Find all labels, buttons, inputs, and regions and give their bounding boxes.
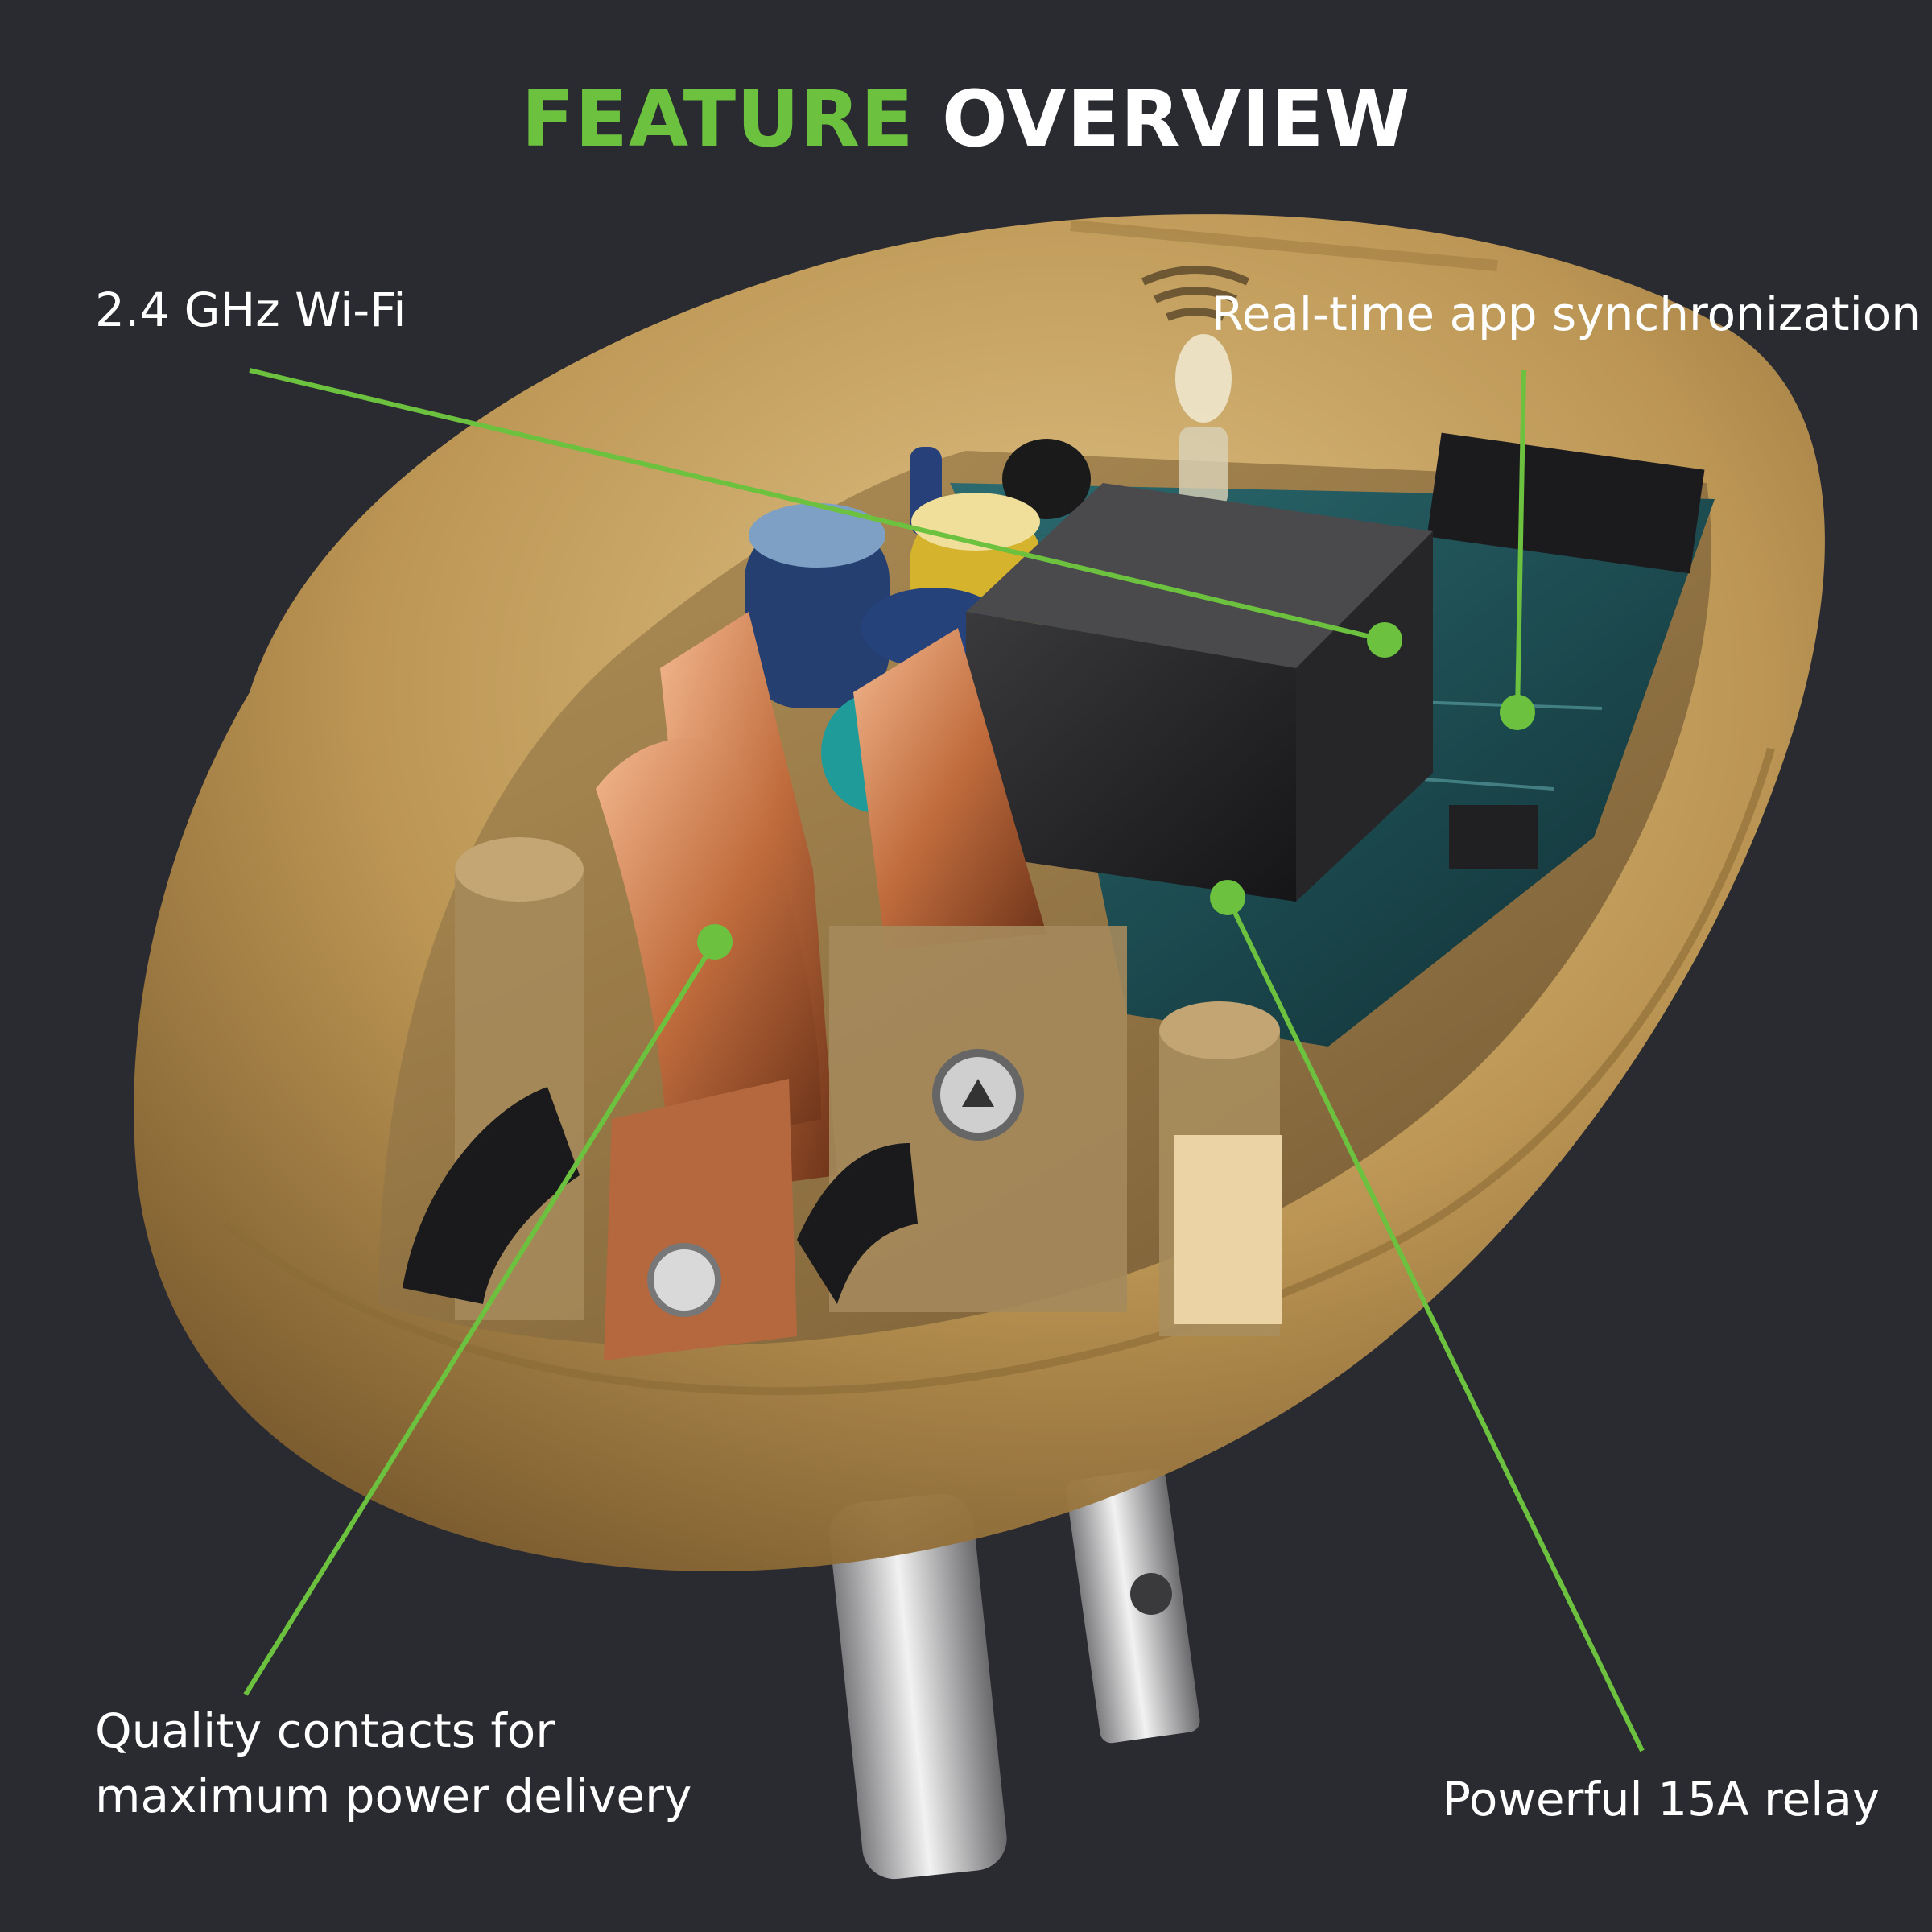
sync-callout-label: Real-time app synchronization [1212,287,1922,341]
page-title: FEATURE OVERVIEW [0,80,1932,158]
contacts-callout-label: Quality contacts for maximum power deliv… [95,1699,691,1829]
title-feature: FEATURE [521,74,914,164]
contacts-callout-line1: Quality contacts for [95,1703,555,1758]
title-overview: OVERVIEW [942,74,1411,164]
plug-prongs [829,1468,1200,1880]
ground-prong [829,1493,1007,1880]
wifi-icon [1141,266,1250,321]
relay-callout-label: Powerful 15A relay [1443,1772,1880,1827]
contacts-callout-dot [697,924,733,960]
wifi-callout-label: 2.4 GHz Wi-Fi [95,283,407,337]
callout-lines [243,368,1645,1752]
sync-callout-line [1515,369,1526,713]
label-patch [1174,1135,1282,1324]
relay-callout-dot [1210,880,1245,915]
wifi-callout-line [249,368,1385,642]
sync-callout-dot [1500,695,1535,730]
status-led [1175,334,1232,507]
contacts-callout-line2: maximum power delivery [95,1769,692,1824]
relay-callout-line [1225,896,1645,1752]
wifi-callout-dot [1367,622,1402,658]
receptacle-frame [402,837,1282,1336]
neutral-prong [1066,1468,1200,1744]
contacts-callout-line [243,940,717,1696]
